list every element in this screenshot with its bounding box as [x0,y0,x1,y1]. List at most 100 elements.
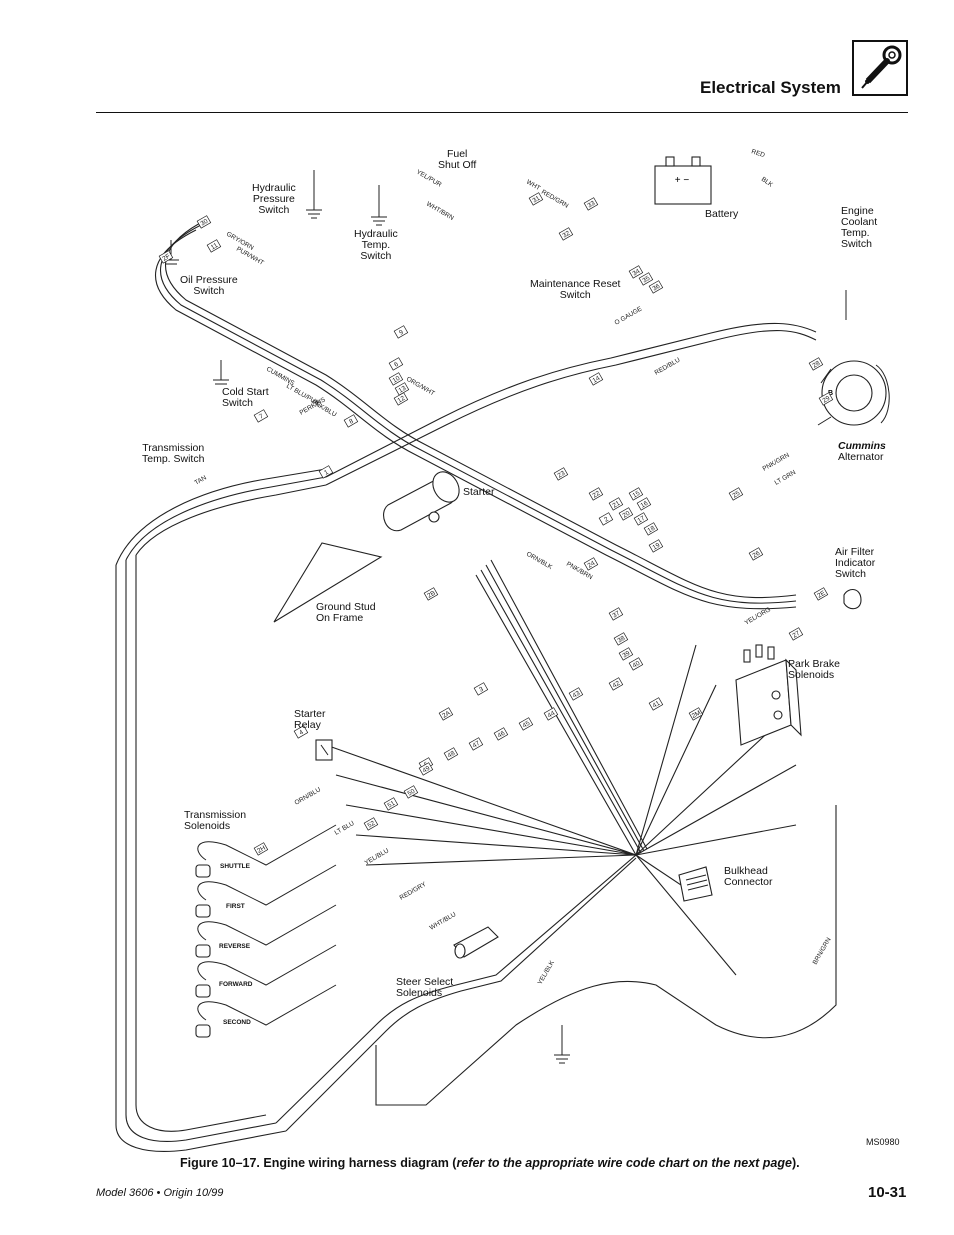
wire-color-label: BRN/GRN [812,936,833,966]
wire-number-tag: 2E [813,587,829,601]
wire-number-tag: 21 [608,497,624,511]
wire-number-tag: 18 [643,522,659,536]
svg-text:B: B [828,390,833,397]
svg-text:2A: 2A [441,709,452,719]
svg-text:43: 43 [572,690,582,700]
label-engine-coolant-temp-switch: Engine Coolant Temp. Switch [841,205,878,250]
svg-text:27: 27 [792,630,802,640]
wire-color-label: ORG/WHT [405,376,436,398]
wire-number-tag: 41 [648,697,664,711]
wire-number-tag: 52 [363,817,379,831]
wire-number-tag: 50 [403,785,419,799]
park-brake-solenoid-block [735,644,802,746]
wire-color-label: PNK/GRN [762,452,791,473]
label-solenoid-second: SECOND [223,1019,251,1026]
transmission-solenoid-symbols [195,864,211,1038]
svg-text:24: 24 [587,560,597,570]
wire-number-tag: 32 [558,227,574,241]
wire-number-tag: 2B [423,587,439,601]
wire-number-tag: 25 [728,487,744,501]
svg-text:52: 52 [367,820,377,830]
svg-text:4: 4 [298,729,305,737]
wire-number-tag: 24 [583,557,599,571]
label-fuel-shutoff: Fuel Shut Off [438,148,477,171]
wire-number-tag: 36 [648,280,664,294]
wire-number-tag: 43 [568,687,584,701]
label-alternator-brand: Cummins [838,440,886,452]
svg-text:13: 13 [398,385,408,395]
svg-text:17: 17 [637,515,647,525]
wire-number-tag: 12 [393,392,409,406]
wire-number-tag: 26 [748,547,764,561]
wire-number-tag: 22 [588,487,604,501]
svg-text:26: 26 [752,550,762,560]
wire-number-tag: 48 [443,747,459,761]
label-cold-start-switch: Cold Start Switch [222,386,269,409]
wire-number-tag: 14 [588,372,604,386]
wire-number-tag: 27 [788,627,804,641]
wire-number-tag: 13 [394,382,410,396]
wire-number-tag: 17 [633,512,649,526]
main-harness [115,219,837,1152]
label-solenoid-forward: FORWARD [219,981,253,988]
caption-suffix: ). [791,1156,800,1170]
wire-number-tag: 7 [253,409,269,423]
svg-text:2M: 2M [691,709,702,720]
svg-text:40: 40 [632,660,642,670]
wire-number-tag: 20 [618,507,634,521]
wire-number-tag: 11 [206,239,222,253]
svg-text:2E: 2E [816,589,827,599]
label-bulkhead-connector: Bulkhead Connector [724,865,773,888]
svg-text:36: 36 [652,283,662,293]
svg-text:22: 22 [592,490,602,500]
label-air-filter-indicator-switch: Air Filter Indicator Switch [835,546,876,580]
wire-number-tag: 47 [468,737,484,751]
label-oil-pressure-switch: Oil Pressure Switch [180,274,238,297]
wire-number-tag: 6 [388,357,404,371]
svg-text:16: 16 [640,500,650,510]
svg-text:23: 23 [557,470,567,480]
svg-text:10: 10 [392,375,402,385]
wire-number-tag: 23 [553,467,569,481]
wire-number-tag: 49 [418,762,434,776]
svg-text:18: 18 [647,525,657,535]
wire-number-tag: 37 [608,607,624,621]
svg-text:44: 44 [547,710,557,720]
wire-number-tag: 45 [518,717,534,731]
wire-number-tag: 8 [343,414,359,428]
section-title: Electrical System [700,78,841,97]
svg-text:+ −: + − [675,175,690,186]
svg-text:50: 50 [407,788,417,798]
label-solenoid-first: FIRST [226,903,245,910]
wire-color-label: TAN [194,474,209,486]
wire-number-tag: 2F [158,250,174,264]
wire-color-label: RED/BLU [654,356,682,376]
label-alternator: Alternator [838,451,884,463]
svg-text:28: 28 [812,360,822,370]
wire-color-label: RED/GRY [399,881,429,902]
svg-text:25: 25 [732,490,742,500]
battery-symbol: + − [654,156,712,205]
svg-text:42: 42 [612,680,622,690]
svg-text:45: 45 [522,720,532,730]
wire-number-tag: 9 [393,325,409,339]
label-transmission-solenoids: Transmission Solenoids [184,809,247,832]
wire-number-tag: 28 [808,357,824,371]
wire-color-label: LT GRN [774,469,798,487]
wire-color-label: RED [750,148,766,159]
figure-caption: Figure 10–17. Engine wiring harness diag… [180,1156,800,1170]
wire-color-label: O GAUGE [614,305,644,327]
wire-color-label: YEL/BLK [537,959,557,986]
wire-number-tag: 35 [638,272,654,286]
svg-text:37: 37 [612,610,622,620]
transmission-solenoid-wires [197,824,337,1026]
wire-number-tag: 40 [628,657,644,671]
starter-symbol [383,471,460,532]
wire-number-tag: 34 [628,265,644,279]
caption-prefix: Figure 10–17. Engine wiring harness diag… [180,1156,457,1170]
wire-color-label: ORN/BLK [525,551,554,572]
wire-color-label: WHT/BLU [429,911,458,932]
svg-text:39: 39 [622,650,632,660]
wire-number-tag: 31 [528,192,544,206]
label-hydraulic-temp-switch: Hydraulic Temp. Switch [354,228,398,262]
